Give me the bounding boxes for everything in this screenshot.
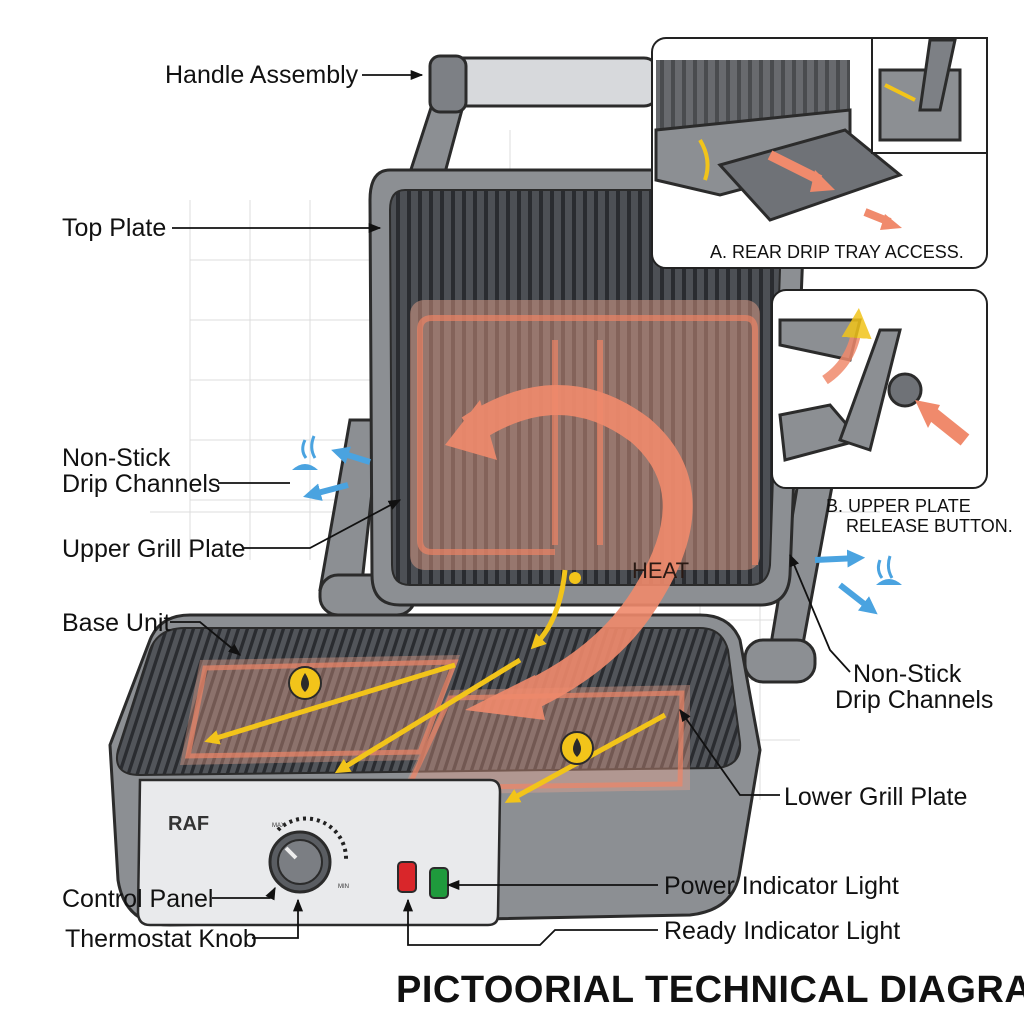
drip-drop-icon	[288, 666, 322, 700]
label-drip-channels-left-line1: Non-Stick	[62, 444, 171, 472]
handle-assembly	[377, 54, 660, 267]
label-drip-channels-left-line2: Drip Channels	[62, 470, 220, 498]
label-power-indicator-light: Power Indicator Light	[664, 872, 899, 900]
heat-label: HEAT	[632, 558, 689, 583]
label-lower-grill-plate: Lower Grill Plate	[784, 783, 967, 811]
inset-rear-drip-tray	[651, 37, 988, 269]
leader-lines	[170, 69, 851, 946]
inset-a-caption: A. REAR DRIP TRAY ACCESS.	[710, 242, 964, 262]
thermostat-knob[interactable]	[268, 830, 332, 894]
inset-release-button	[771, 289, 988, 489]
label-top-plate: Top Plate	[62, 214, 166, 242]
water-splash-icon	[292, 464, 902, 585]
label-handle-assembly: Handle Assembly	[165, 61, 359, 89]
inset-b-caption-line1: B. UPPER PLATE	[826, 496, 971, 516]
label-drip-channels-right-line2: Drip Channels	[835, 686, 993, 714]
label-drip-channels-right-line1: Non-Stick	[853, 660, 962, 688]
knob-min-label: MIN	[338, 884, 349, 890]
heat-arrow-icon	[445, 385, 693, 720]
label-ready-indicator-light: Ready Indicator Light	[664, 917, 900, 945]
power-indicator-light	[397, 861, 417, 893]
label-upper-grill-plate: Upper Grill Plate	[62, 535, 245, 563]
ready-indicator-light	[429, 867, 449, 899]
inset-b-caption-line2: RELEASE BUTTON.	[846, 516, 1013, 536]
knob-max-label: MAX	[272, 823, 285, 829]
label-thermostat-knob: Thermostat Knob	[65, 925, 257, 953]
drip-flow-blue	[303, 446, 878, 615]
brand-logo: RAF	[168, 813, 209, 835]
label-control-panel: Control Panel	[62, 885, 213, 913]
steam-icon	[301, 435, 894, 579]
diagram-title: PICTOORIAL TECHNICAL DIAGRAM	[396, 969, 1024, 1011]
drip-drop-icon	[560, 731, 594, 765]
label-base-unit: Base Unit	[62, 609, 170, 637]
control-panel: RAF MAX MIN	[136, 778, 502, 927]
drip-junction	[569, 572, 581, 584]
